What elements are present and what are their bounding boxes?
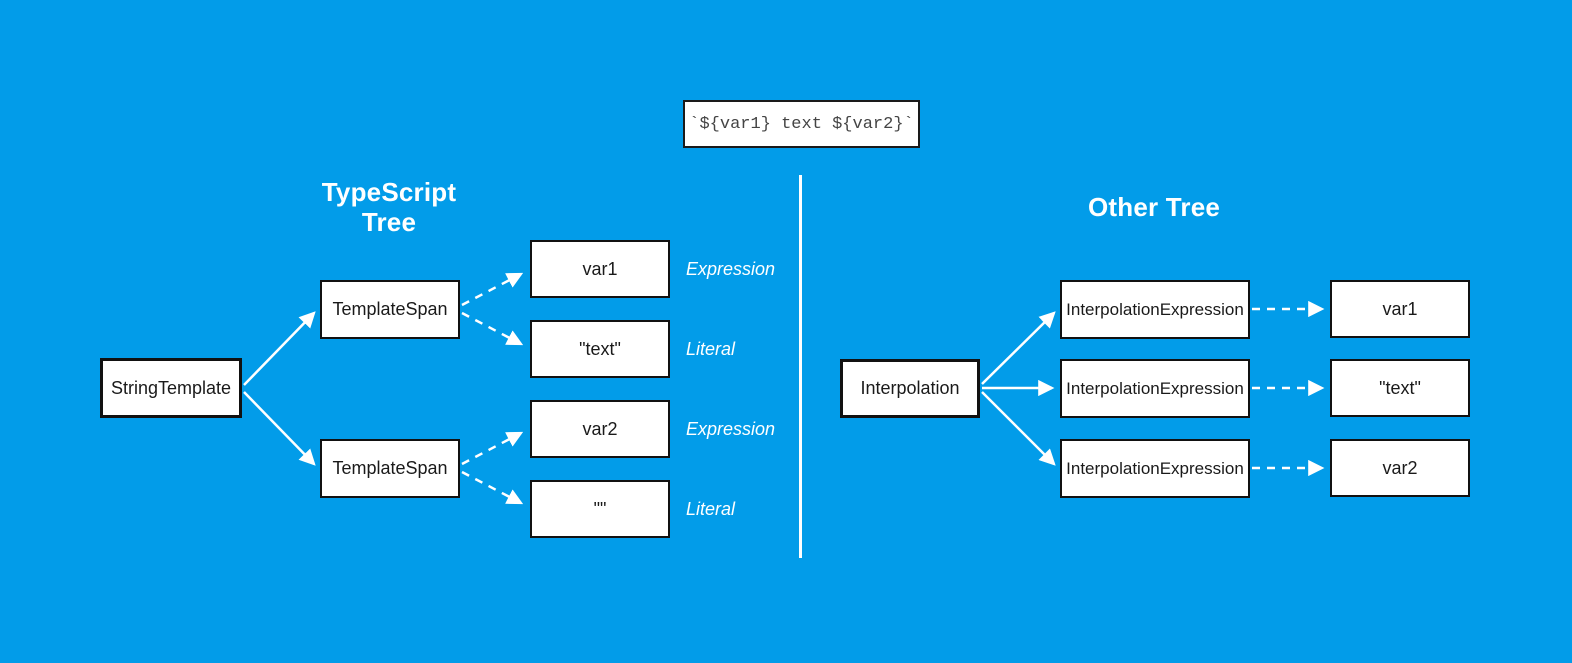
node-interpolationexpression-2: InterpolationExpression	[1060, 359, 1250, 418]
arrow-templatespan2-to-empty	[461, 470, 524, 505]
node-interpolation: Interpolation	[840, 359, 980, 418]
arrow-interpolation-to-node1	[981, 311, 1056, 385]
leaf-empty-string: ""	[530, 480, 670, 538]
arrow-interpolation-to-node3	[981, 391, 1056, 466]
code-snippet-text: `${var1} text ${var2}`	[689, 114, 914, 134]
node-templatespan-1: TemplateSpan	[320, 280, 460, 339]
leaf-right-var1: var1	[1330, 280, 1470, 338]
node-interpolationexpression-3: InterpolationExpression	[1060, 439, 1250, 498]
arrow-templatespan1-to-text	[461, 311, 524, 346]
leaf-text: "text"	[530, 320, 670, 378]
arrow-templatespan2-to-var2	[461, 431, 524, 466]
node-stringtemplate: StringTemplate	[100, 358, 242, 418]
leaf-right-var2: var2	[1330, 439, 1470, 497]
annotation-expression-1: Expression	[686, 259, 776, 279]
arrow-templatespan1-to-var1	[461, 272, 524, 307]
annotation-literal-2: Literal	[686, 499, 736, 519]
typescript-tree-title: TypeScript Tree	[289, 177, 489, 237]
tree-divider-line	[799, 175, 802, 558]
arrow-stringtemplate-to-templatespan-2	[243, 391, 316, 466]
annotation-literal-1: Literal	[686, 339, 736, 359]
typescript-tree-title-line2: Tree	[361, 207, 417, 237]
other-tree-title: Other Tree	[1087, 192, 1221, 222]
leaf-var2: var2	[530, 400, 670, 458]
node-interpolationexpression-1: InterpolationExpression	[1060, 280, 1250, 339]
typescript-tree-title-line1: TypeScript	[321, 177, 457, 207]
annotation-expression-2: Expression	[686, 419, 776, 439]
leaf-right-text: "text"	[1330, 359, 1470, 417]
leaf-var1: var1	[530, 240, 670, 298]
node-templatespan-2: TemplateSpan	[320, 439, 460, 498]
code-snippet-box: `${var1} text ${var2}`	[683, 100, 920, 148]
arrow-stringtemplate-to-templatespan-1	[243, 311, 316, 386]
